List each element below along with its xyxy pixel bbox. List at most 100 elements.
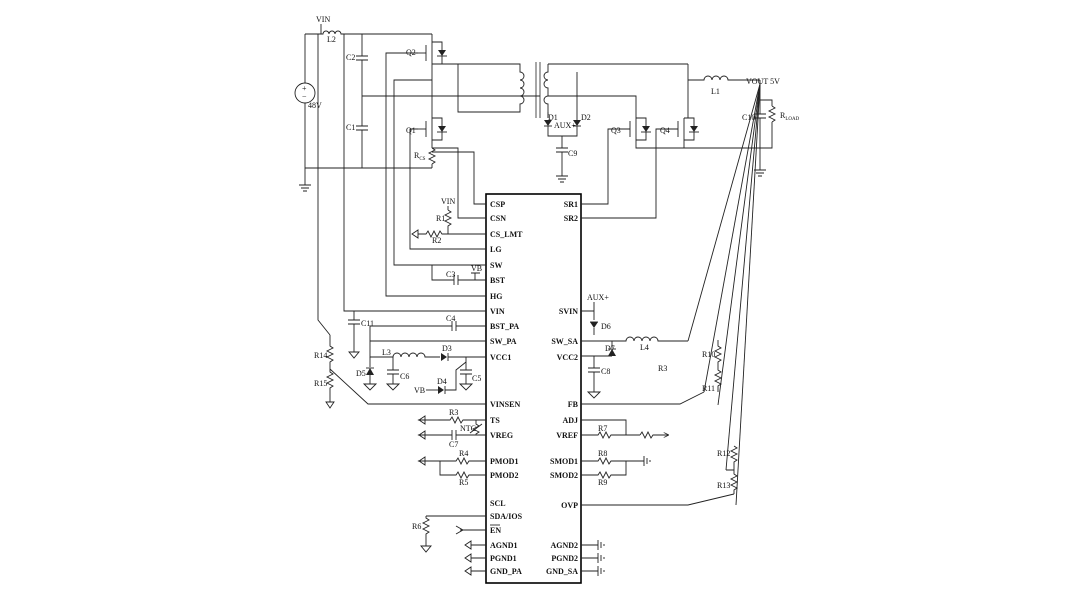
ic-pin-right: FB: [568, 400, 579, 409]
q3-label: Q3: [611, 126, 621, 135]
d4-label: D4: [437, 377, 447, 386]
c10-label: C10: [742, 113, 755, 122]
ic-pin-left: CSP: [490, 200, 505, 209]
ic-pin-left: SDA/IOS: [490, 512, 523, 521]
resistor-r5: [439, 461, 486, 480]
resistor-r8: [581, 456, 644, 466]
r13-label: R13: [717, 481, 730, 490]
c9-label: C9: [568, 149, 577, 158]
right-support-circuit: AUX+ D6 L4 D7 C8 R3 R10 R11 R7 R8 R9 R12…: [581, 293, 739, 576]
c4-label: C4: [446, 314, 455, 323]
diode-d4: [438, 386, 446, 394]
d7-label: D7: [605, 344, 615, 353]
ic-pin-right: SR1: [564, 200, 578, 209]
resistor-r3: [425, 415, 486, 425]
inductor-l2: [305, 30, 432, 35]
ic-pin-right: AGND2: [550, 541, 578, 550]
ic-pin-left: PGND1: [490, 554, 517, 563]
ic-pin-right: ADJ: [562, 416, 578, 425]
d3-label: D3: [442, 344, 452, 353]
r7-label: R7: [598, 424, 607, 433]
capacitor-c8: [581, 355, 612, 399]
ic-pin-right: VCC2: [557, 353, 578, 362]
r4-label: R4: [459, 449, 468, 458]
ic-pin-left: PMOD1: [490, 457, 518, 466]
inductor-l3: [369, 341, 440, 358]
q4-label: Q4: [660, 126, 670, 135]
input-section: VIN L2 + − 48V C2 C1: [294, 15, 540, 192]
csn-trace: [432, 147, 486, 219]
capacitor-c11: [348, 319, 360, 325]
sr2-trace: [581, 128, 670, 219]
capacitor-c1: [356, 125, 368, 131]
diode-d7: [608, 348, 616, 356]
ic-pin-left: HG: [490, 292, 502, 301]
c7-label: C7: [449, 440, 458, 449]
resistor-r6: [420, 515, 486, 553]
aux-plus-label: AUX+: [554, 121, 576, 130]
ic-pin-left: CS_LMT: [490, 230, 523, 239]
d5-label: D5: [356, 369, 366, 378]
secondary-rectifier: D1 D2 AUX+ C9 Q3 Q4 L1 VOUT 5V C10: [544, 64, 800, 506]
en-input-arrow: [455, 525, 486, 535]
sw-trace: [393, 79, 486, 266]
svg-text:+: +: [302, 84, 307, 93]
r8-label: R8: [598, 449, 607, 458]
resistor-r9: [581, 461, 627, 480]
l1-label: L1: [711, 87, 720, 96]
r5-label: R5: [459, 478, 468, 487]
c11-label: C11: [361, 319, 374, 328]
resistor-r2: [418, 229, 448, 239]
vin-r1-label: VIN: [441, 197, 455, 206]
vinsen-trace: [329, 368, 486, 405]
source-48v-label: 48V: [308, 101, 322, 110]
ic-pin-left: BST_PA: [490, 322, 519, 331]
capacitor-c3: [431, 265, 486, 281]
inductor-l4: [581, 336, 688, 342]
r6-label: R6: [412, 522, 421, 531]
resistor-r7: [581, 430, 640, 440]
resistor-r4: [425, 456, 486, 466]
l2-label: L2: [327, 35, 336, 44]
ic-pin-left: PMOD2: [490, 471, 518, 480]
ic-right-pins: SR1SR2SVINSW_SAVCC2FBADJVREFSMOD1SMOD2OV…: [546, 200, 579, 576]
mosfet-q3: [622, 117, 651, 141]
l3-label: L3: [382, 348, 391, 357]
primary-half-bridge: Q2 Q1 RCS: [385, 34, 486, 297]
r3-label: R3: [449, 408, 458, 417]
vb-d4-label: VB: [414, 386, 425, 395]
c5-label: C5: [472, 374, 481, 383]
transformer: [457, 62, 688, 118]
ic-pin-left: TS: [490, 416, 500, 425]
capacitor-c4: [369, 325, 486, 341]
capacitor-c7: [425, 430, 486, 440]
q1-label: Q1: [406, 126, 416, 135]
sr1-trace: [581, 128, 622, 205]
ic-pin-right: PGND2: [551, 554, 578, 563]
ic-pin-left: VREG: [490, 431, 513, 440]
ic-pin-left: AGND1: [490, 541, 518, 550]
r11-label: R11: [702, 384, 715, 393]
c3-label: C3: [446, 270, 455, 279]
diode-d6: [590, 321, 598, 328]
r3-right-label: R3: [658, 364, 667, 373]
rcs-label: RCS: [414, 151, 426, 162]
c6-label: C6: [400, 372, 409, 381]
ic-pin-left: EN: [490, 526, 501, 535]
ic-pin-left: SW_PA: [490, 337, 517, 346]
resistor-r12-r13: [729, 445, 739, 494]
ic-pin-right: SVIN: [559, 307, 578, 316]
ic-pin-left: LG: [490, 245, 502, 254]
d1-label: D1: [548, 113, 558, 122]
ic-pin-left: VCC1: [490, 353, 511, 362]
vb-c3-label: VB: [471, 264, 482, 273]
capacitor-c2: [356, 55, 368, 61]
r14-label: R14: [314, 351, 327, 360]
diode-d3: [441, 353, 449, 361]
ic-pin-left: SCL: [490, 499, 506, 508]
ic-pin-left: BST: [490, 276, 506, 285]
ic-pin-left: VIN: [490, 307, 505, 316]
ic-pin-left: CSN: [490, 214, 506, 223]
ground-symbol: [299, 184, 311, 192]
